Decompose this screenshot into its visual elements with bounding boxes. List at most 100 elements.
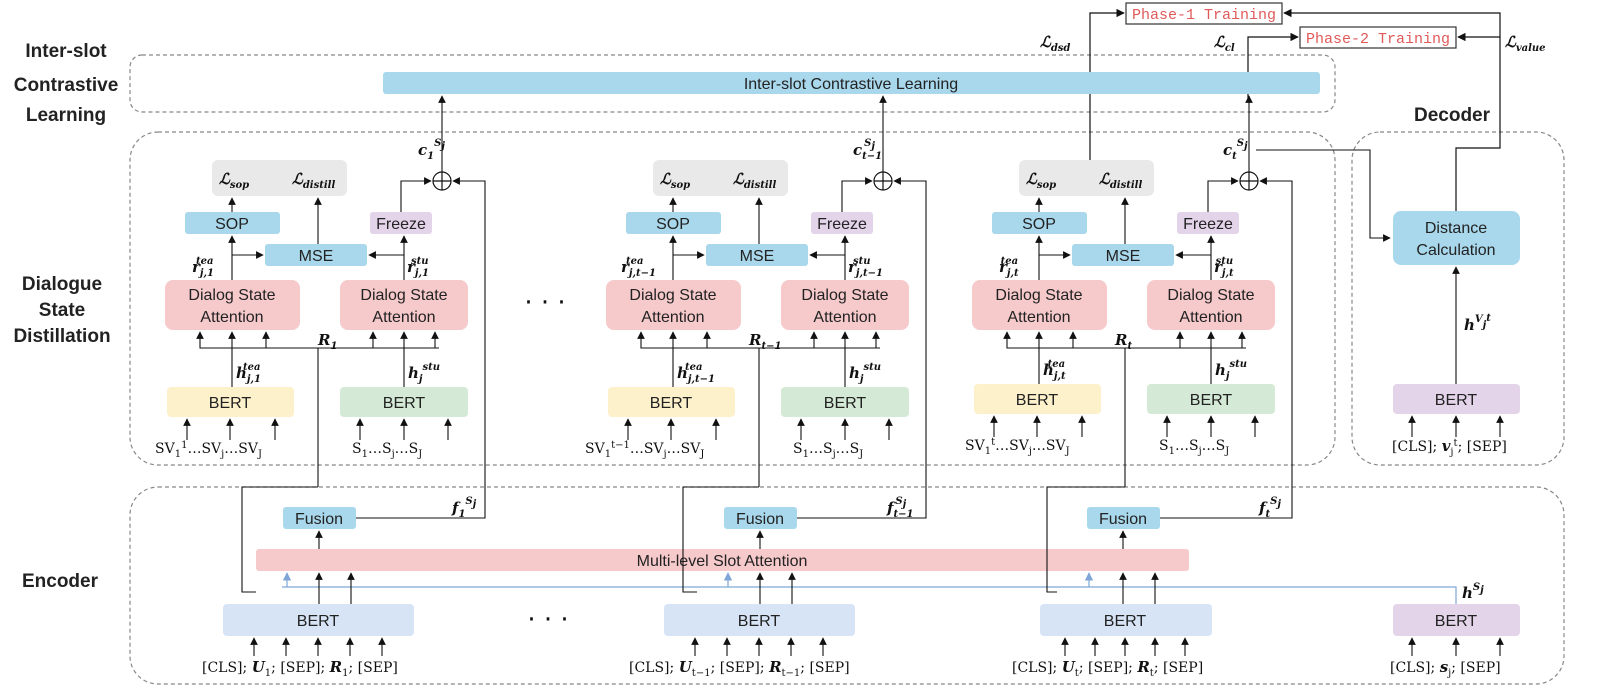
- value-to-phase1-arrow: [1283, 8, 1501, 212]
- fusion-label: Fusion: [736, 511, 784, 528]
- slot-feed-line: [282, 586, 1457, 604]
- r-stu-label: rj,tstu: [1214, 256, 1234, 279]
- loss-box: ℒsop ℒdistill: [1019, 160, 1154, 196]
- turn-column-t: ℒsop ℒdistill SOP MSE Freeze Dialog Stat…: [965, 95, 1293, 679]
- decoder-bert-box: [1393, 384, 1520, 414]
- sv-inputs: SV11…SVj…SVJ: [155, 440, 262, 460]
- slot-inputs: S1…Sj…SJ: [352, 441, 422, 460]
- f-label: f1Sj: [451, 496, 477, 520]
- r-label: Rt−1: [748, 331, 781, 352]
- column-connections: [990, 95, 1293, 656]
- student-dsa-label-2: Attention: [372, 309, 435, 326]
- loss-box: ℒsop ℒdistill: [653, 160, 788, 196]
- mse-label: MSE: [740, 248, 775, 265]
- f-label: ft−1Sj: [886, 496, 913, 520]
- r-tea-label: rj,1tea: [192, 256, 214, 279]
- phase1-training-label: Phase-1 Training: [1132, 7, 1276, 24]
- student-bert-box: [340, 387, 468, 417]
- loss-cl: ℒcl: [1214, 33, 1235, 54]
- distance-calculation-label-1: Distance: [1425, 220, 1487, 237]
- dsd-to-phase1-arrow: [1089, 8, 1125, 160]
- section-title-decoder: Decoder: [1414, 105, 1491, 126]
- teacher-dsa-label-2: Attention: [200, 309, 263, 326]
- loss-cl-sub: cl: [1225, 43, 1235, 54]
- multi-level-slot-attention-bar: [256, 549, 1189, 571]
- fusion-label: Fusion: [295, 511, 343, 528]
- sop-box: [626, 212, 721, 234]
- teacher-bert-box: [974, 384, 1101, 414]
- encoder-region: [129, 486, 1565, 685]
- encoder-bert-label: BERT: [1104, 613, 1147, 630]
- f-label: ftSj: [1258, 496, 1281, 520]
- h-tea-label: hj,t−1tea: [677, 362, 715, 385]
- teacher-bert-box: [608, 387, 735, 417]
- loss-value-sub: value: [1516, 43, 1546, 54]
- sop-box: [992, 212, 1087, 234]
- sv-inputs: SV1t…SVj…SVJ: [965, 437, 1070, 457]
- student-bert-label: BERT: [824, 395, 867, 412]
- decoder-input-arrows: [1408, 415, 1504, 437]
- loss-value: ℒvalue: [1505, 33, 1546, 54]
- fusion-box: [1087, 507, 1160, 529]
- encoder-inputs: [CLS]; Ut−1; [SEP]; Rt−1; [SEP]: [629, 658, 850, 679]
- freeze-label: Freeze: [1183, 216, 1233, 233]
- teacher-dsa-label-1: Dialog State: [188, 287, 275, 304]
- student-bert-box: [781, 387, 909, 417]
- mse-box: [706, 244, 808, 266]
- h-tea-label: hj,1tea: [236, 362, 261, 385]
- section-title-distillation-1: Dialogue: [22, 274, 102, 295]
- encoder-inputs: [CLS]; Ut; [SEP]; Rt; [SEP]: [1012, 658, 1203, 679]
- turn-column-t-minus-1: ℒsop ℒdistill SOP MSE Freeze Dialog Stat…: [585, 95, 927, 679]
- teacher-dsa-box: [972, 280, 1107, 330]
- sop-label: SOP: [1022, 216, 1056, 233]
- phase1-training-box: [1125, 2, 1283, 25]
- h-stu-label: hjstu: [849, 362, 881, 385]
- teacher-bert-box: [167, 387, 294, 417]
- teacher-dsa-box: [165, 280, 300, 330]
- mse-label: MSE: [299, 248, 334, 265]
- slot-inputs: S1…Sj…SJ: [793, 441, 863, 460]
- loss-dsd-sub: dsd: [1051, 43, 1071, 54]
- decoder-bert-label: BERT: [1435, 392, 1478, 409]
- ellipsis-encoder: · · ·: [527, 605, 568, 635]
- section-title-inter-slot-3: Learning: [26, 105, 106, 126]
- h-stu-label: hjstu: [1215, 359, 1247, 382]
- teacher-bert-label: BERT: [1016, 392, 1059, 409]
- section-title-distillation-3: Distillation: [13, 326, 110, 347]
- loss-box: ℒsop ℒdistill: [212, 160, 347, 196]
- ellipsis-distillation: · · ·: [524, 288, 565, 318]
- teacher-dsa-box: [606, 280, 741, 330]
- r-tea-label: rj,t−1tea: [621, 256, 656, 279]
- mse-box: [1072, 244, 1174, 266]
- encoder-inputs: [CLS]; U1; [SEP]; R1; [SEP]: [202, 658, 398, 679]
- slot-inputs: S1…Sj…SJ: [1159, 438, 1229, 457]
- c-label: c1Sj: [418, 138, 445, 162]
- decoder-region: [1351, 131, 1565, 466]
- slot-bert-box: [1393, 604, 1520, 636]
- r-label: R1: [317, 331, 337, 352]
- freeze-box: [811, 212, 873, 234]
- h-stu-label: hjstu: [408, 362, 440, 385]
- decoder-inputs: [CLS]; vjt; [SEP]: [1392, 437, 1507, 458]
- student-dsa-label-1: Dialog State: [801, 287, 888, 304]
- teacher-dsa-label-1: Dialog State: [629, 287, 716, 304]
- encoder-bert-box: [223, 604, 414, 636]
- encoder-bert-label: BERT: [297, 613, 340, 630]
- phase2-training-box: [1299, 26, 1457, 49]
- fusion-box: [724, 507, 797, 529]
- section-title-inter-slot-2: Contrastive: [14, 75, 119, 96]
- h-s-label: hSj: [1462, 582, 1484, 602]
- contrastive-region: [129, 54, 1336, 113]
- r-stu-label: rj,t−1stu: [848, 256, 883, 279]
- teacher-dsa-label-2: Attention: [641, 309, 704, 326]
- student-bert-label: BERT: [1190, 392, 1233, 409]
- sop-box: [185, 212, 280, 234]
- student-bert-box: [1147, 384, 1275, 414]
- contrastive-learning-bar: [383, 72, 1320, 94]
- student-bert-label: BERT: [383, 395, 426, 412]
- c-label: ctSj: [1223, 138, 1248, 162]
- encoder-bert-box: [664, 604, 855, 636]
- slot-bert-label: BERT: [1435, 613, 1478, 630]
- loss-dsd: ℒdsd: [1040, 33, 1070, 54]
